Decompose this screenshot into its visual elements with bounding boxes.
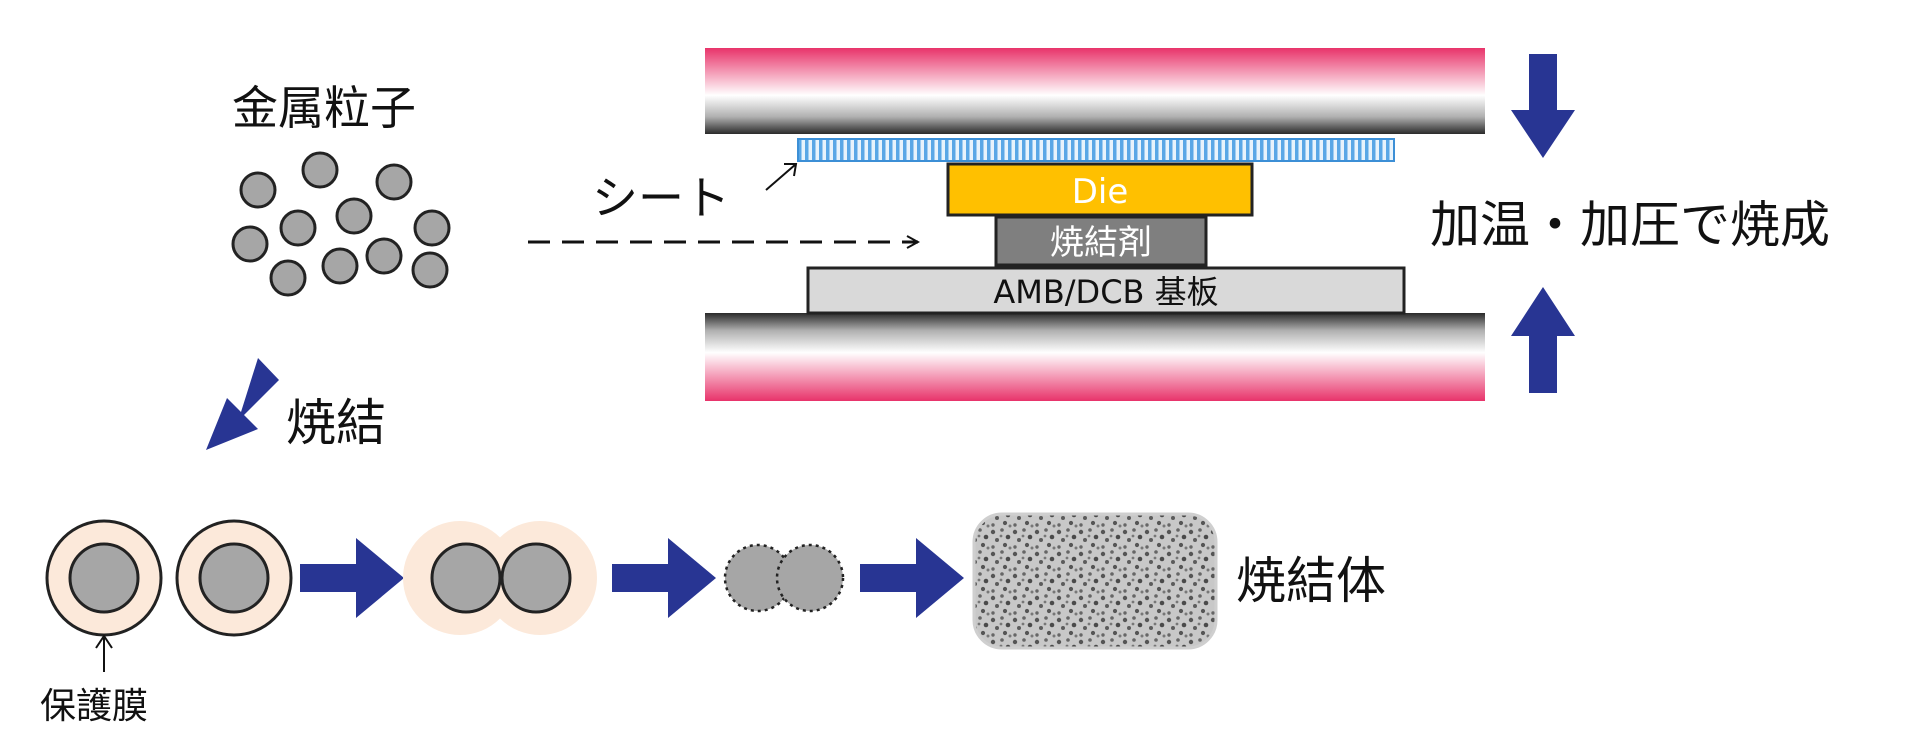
stage-arrow-1 [300,538,404,618]
metal-particle [239,171,277,209]
metal-particle [335,197,373,235]
bottom-heated-plate [705,313,1485,401]
press-down-arrow [1511,54,1575,158]
metal-particle [365,237,403,275]
necking-particles-stage [723,543,845,613]
metal-particles-label: 金属粒子 [232,81,416,135]
merging-films-stage [403,521,597,635]
stage-arrow-3 [860,538,964,618]
metal-particle [375,163,413,201]
substrate-label: AMB/DCB 基板 [993,273,1218,311]
metal-particle [279,209,317,247]
protective-film-label: 保護膜 [40,686,148,727]
sheet-pointer-arrow [765,163,798,191]
sintering-agent-block [994,215,1208,267]
metal-particles-cluster [231,151,451,297]
metal-particle [269,259,307,297]
metal-particle [231,225,269,263]
coated-particles-stage [45,519,293,637]
protective-film-pointer [95,634,113,672]
stage-arrow-2 [612,538,716,618]
sintering-diagonal-arrow [206,358,279,450]
die-block [946,162,1254,217]
metal-particle [321,247,359,285]
substrate-block [806,266,1406,315]
sintered-body-block [972,512,1218,650]
sheet-label: シート [592,171,730,225]
die-label: Die [1072,172,1129,212]
metal-particle [301,151,339,189]
heat-press-label: 加温・加圧で焼成 [1430,196,1830,254]
sintering-sheet [797,138,1395,162]
press-up-arrow [1511,287,1575,393]
sintered-body-label: 焼結体 [1236,552,1386,610]
top-heated-plate [705,48,1485,134]
metal-particle [411,251,449,289]
sintering-label: 焼結 [286,394,386,452]
sintering-agent-label: 焼結剤 [1050,223,1152,263]
metal-particle [413,209,451,247]
